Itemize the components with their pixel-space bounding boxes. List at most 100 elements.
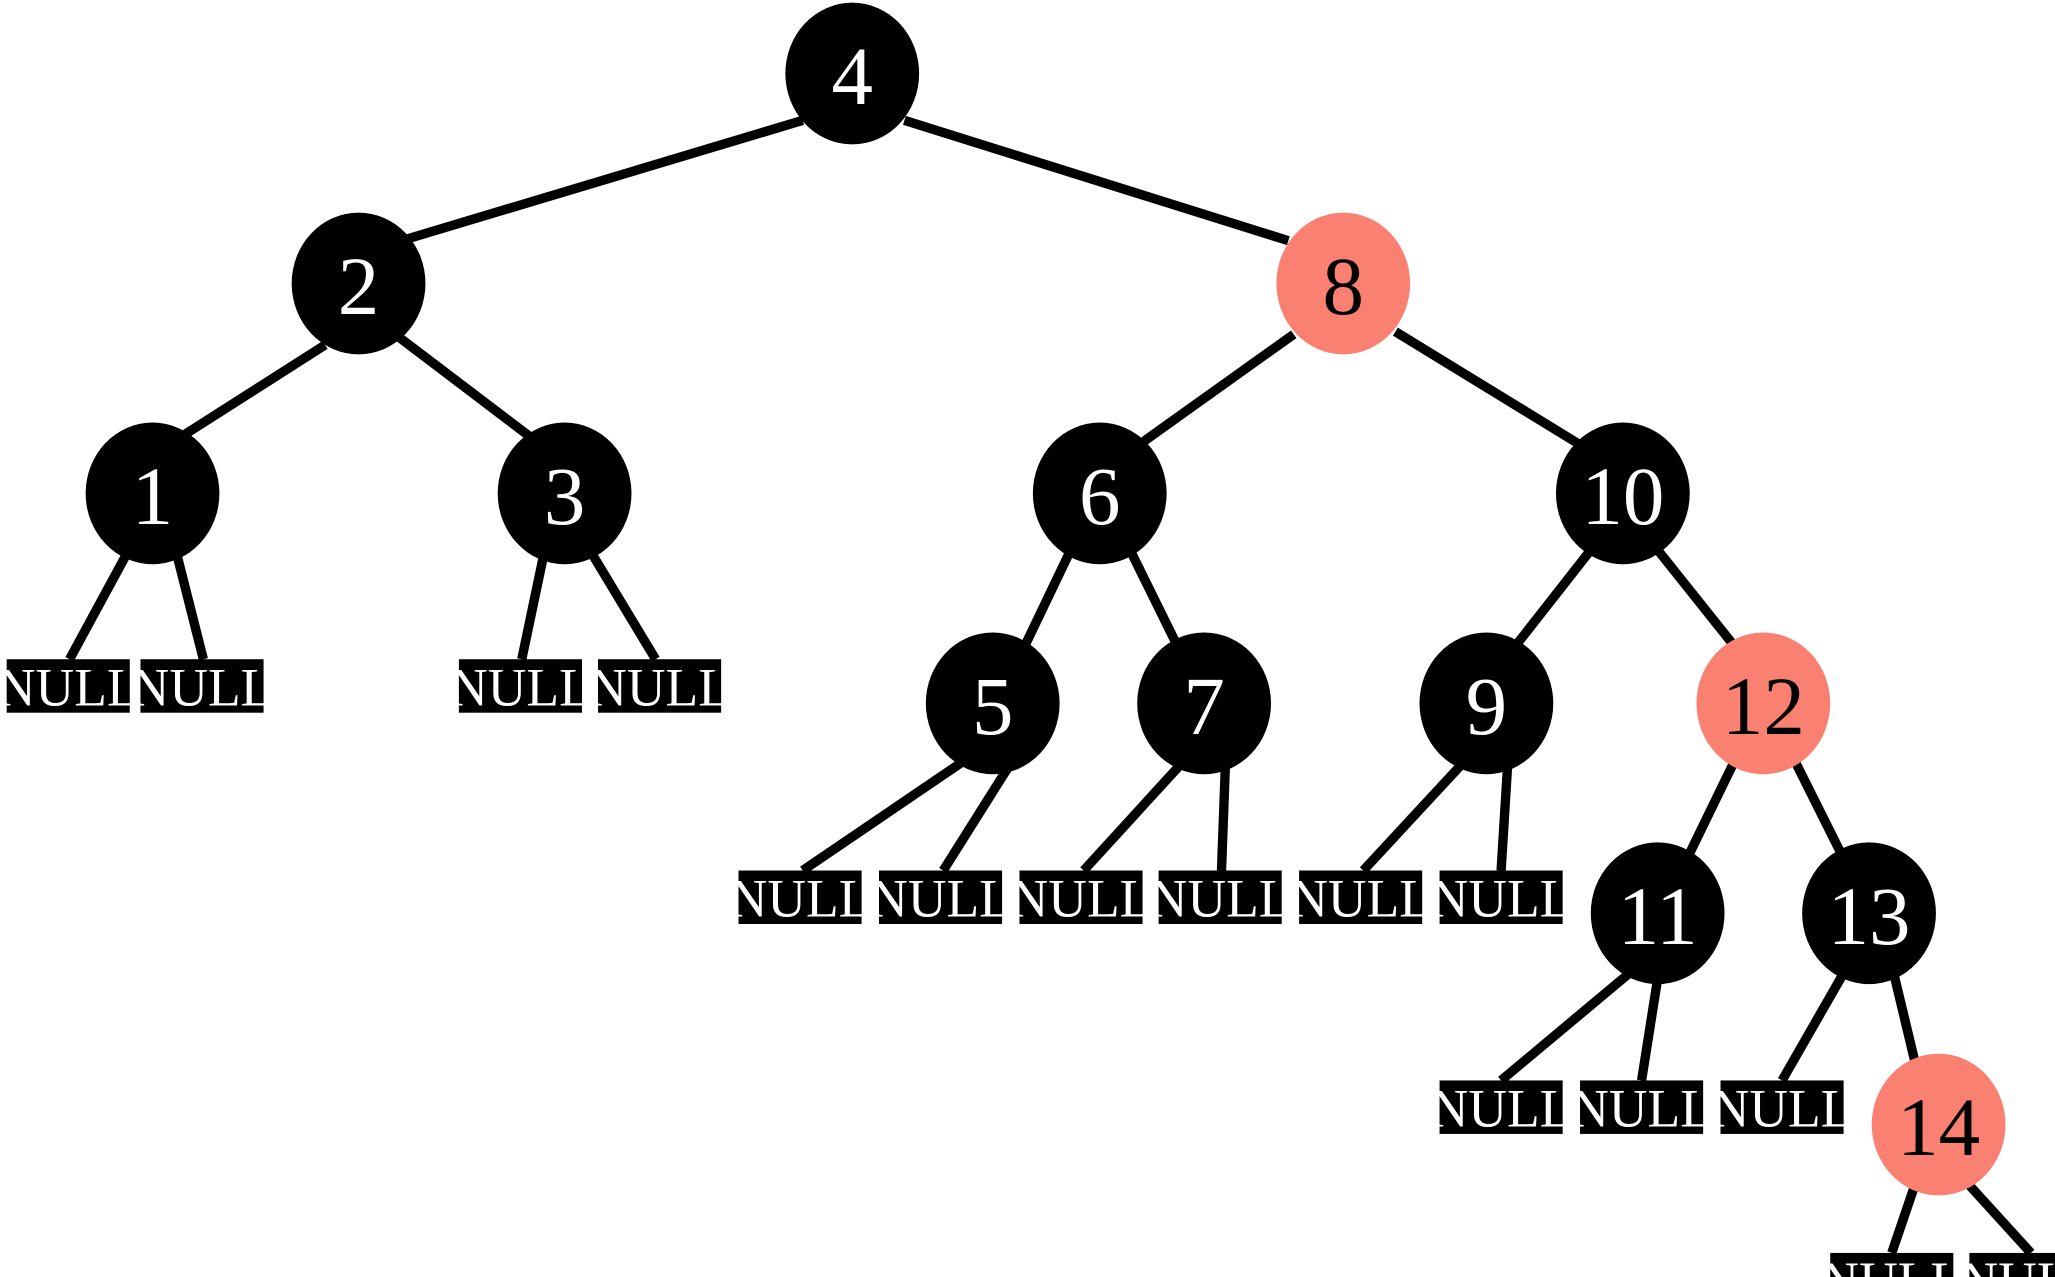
node-label: 10	[1581, 450, 1664, 542]
null-leaf-label: NULL	[131, 657, 274, 717]
tree-edge	[1789, 757, 1847, 858]
tree-edge	[584, 545, 660, 662]
tree-node[interactable]: 6	[1032, 422, 1167, 565]
tree-edge	[1496, 761, 1513, 871]
tree-edge	[1359, 759, 1468, 874]
tree-edge	[1636, 978, 1663, 1082]
tree-edge	[1141, 330, 1297, 446]
tree-edge	[1126, 548, 1182, 648]
tree-edge	[400, 115, 805, 246]
node-circle-black	[1137, 632, 1271, 775]
null-leaf: NULL	[1711, 1079, 1854, 1139]
null-leaf-box	[1969, 1252, 2055, 1277]
node-circle-red	[1696, 632, 1831, 775]
null-leaf-box	[1830, 1252, 1954, 1277]
node-label: 11	[1618, 870, 1698, 962]
tree-node[interactable]: 10	[1555, 422, 1690, 565]
tree-edge	[182, 341, 328, 439]
null-leaf-label: NULL	[0, 657, 140, 717]
tree-edge	[1887, 1180, 1921, 1255]
null-leaf: NULL	[131, 657, 274, 717]
null-leaf-box	[878, 870, 1003, 924]
tree-edge	[65, 546, 134, 662]
node-circle-red	[1871, 1053, 2006, 1196]
node-circle-black	[1802, 842, 1936, 985]
tree-node[interactable]: 8	[1276, 212, 1411, 355]
tree-node[interactable]: 11	[1590, 842, 1725, 985]
node-circle-red	[1276, 212, 1411, 355]
null-leaf-box	[1439, 1080, 1563, 1134]
node-circle-black	[1555, 422, 1690, 565]
node-circle-black	[1032, 422, 1167, 565]
null-leaf-label: NULL	[1289, 869, 1432, 929]
node-circle-black	[1590, 842, 1725, 985]
node-circle-black	[1419, 632, 1554, 775]
null-leaf: NULL	[449, 657, 592, 717]
tree-node[interactable]: 3	[497, 422, 632, 565]
null-leaf: NULL	[1149, 869, 1292, 929]
node-label: 13	[1828, 870, 1911, 962]
tree-node[interactable]: 2	[291, 212, 426, 355]
null-leaf: NULL	[1289, 869, 1432, 929]
null-leaf-box	[1580, 1080, 1704, 1134]
tree-edge	[1392, 327, 1582, 448]
tree-edge	[800, 755, 969, 875]
node-label: 5	[972, 660, 1013, 752]
tree-node[interactable]: 12	[1696, 632, 1831, 775]
tree-edge	[170, 547, 208, 661]
tree-edge	[1080, 759, 1187, 874]
null-leaf: NULL	[1430, 1079, 1573, 1139]
tree-edge	[1684, 757, 1740, 858]
null-leaf: NULL	[729, 869, 872, 929]
node-label: 4	[832, 30, 873, 122]
tree-node[interactable]: 14	[1871, 1053, 2006, 1196]
tree-edge	[1778, 968, 1850, 1083]
tree-node[interactable]: 7	[1137, 632, 1271, 775]
tree-edge	[903, 115, 1290, 246]
null-leaf-label: NULL	[1010, 869, 1153, 929]
node-circle-black	[291, 212, 426, 355]
null-leaf-box	[1439, 870, 1563, 924]
null-leaf: NULL	[1820, 1251, 1963, 1277]
null-leaf-box	[6, 659, 130, 713]
tree-node[interactable]: 9	[1419, 632, 1554, 775]
null-leaf-box	[598, 659, 722, 713]
null-leaf-label: NULL	[1570, 1079, 1713, 1139]
tree-edge	[1652, 545, 1739, 651]
node-label: 6	[1079, 450, 1120, 542]
edges-layer	[65, 115, 2035, 1257]
null-leaf-box	[1158, 870, 1282, 924]
tree-edge	[1498, 967, 1636, 1085]
null-leaf-box	[738, 870, 862, 924]
tree-node[interactable]: 5	[925, 632, 1060, 775]
node-label: 7	[1183, 660, 1224, 752]
null-leaf-label: NULL	[1960, 1251, 2055, 1277]
tree-edge	[517, 549, 550, 661]
null-leaf: NULL	[1430, 869, 1573, 929]
null-leaf-label: NULL	[1430, 869, 1573, 929]
null-leaf-label: NULL	[1711, 1079, 1854, 1139]
null-leaf-label: NULL	[1820, 1251, 1963, 1277]
tree-node[interactable]: 1	[85, 422, 220, 565]
node-label: 8	[1323, 240, 1364, 332]
tree-edge	[1020, 548, 1075, 648]
null-leaf-box	[140, 659, 264, 713]
node-label: 12	[1722, 660, 1805, 752]
null-leaf-label: NULL	[588, 657, 731, 717]
null-leaf: NULL	[1570, 1079, 1713, 1139]
null-leaf-label: NULL	[449, 657, 592, 717]
null-leaf-label: NULL	[1149, 869, 1292, 929]
tree-node[interactable]: 13	[1802, 842, 1936, 985]
tree-edge	[1960, 1176, 2035, 1257]
null-leaf: NULL	[869, 869, 1012, 929]
null-leaf-box	[1299, 870, 1423, 924]
node-label: 1	[132, 450, 173, 542]
tree-node[interactable]: 4	[785, 2, 920, 145]
tree-edge	[939, 759, 1016, 873]
null-leaf: NULL	[588, 657, 731, 717]
node-label: 3	[544, 450, 585, 542]
